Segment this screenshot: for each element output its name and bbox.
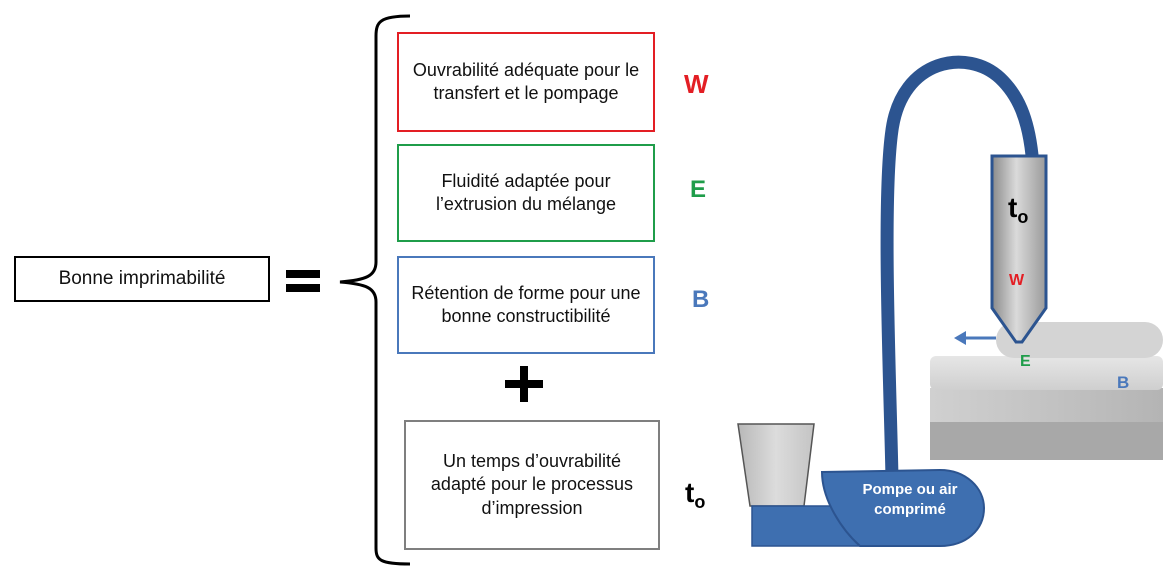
pump-label: Pompe ou air comprimé <box>862 481 958 519</box>
hose <box>880 55 1039 485</box>
criterion-letter-e: E <box>690 176 707 203</box>
open-time-text: Un temps d’ouvrabilité adapté pour le pr… <box>430 450 634 518</box>
nozzle-time-symbol-sub: o <box>1017 207 1029 227</box>
criterion-text-buildability: Rétention de forme pour une bonne constr… <box>411 282 641 326</box>
curly-brace <box>339 14 411 566</box>
open-time-symbol-main: t <box>685 477 695 508</box>
criterion-text-workability: Ouvrabilité adéquate pour le transfert e… <box>412 59 640 103</box>
open-time-symbol-sub: o <box>694 492 706 512</box>
criterion-text-extrudability: Fluidité adaptée pour l’extrusion du mél… <box>435 170 617 214</box>
equals-sign <box>286 270 320 292</box>
extrusion-letter-e: E <box>1020 353 1031 370</box>
criterion-box-extrudability: Fluidité adaptée pour l’extrusion du mél… <box>397 144 655 242</box>
layer-top <box>930 356 1163 390</box>
good-printability-box: Bonne imprimabilité <box>14 256 270 302</box>
nozzle-time-symbol-main: t <box>1008 192 1018 223</box>
printed-layers <box>930 322 1163 460</box>
nozzle-time-symbol: to <box>1008 192 1029 227</box>
plus-sign <box>505 366 543 402</box>
pump-body <box>820 468 986 547</box>
nozzle-letter-w: W <box>1009 272 1025 289</box>
layer-letter-b: B <box>1117 373 1130 392</box>
open-time-symbol: to <box>685 477 706 512</box>
good-printability-label: Bonne imprimabilité <box>58 267 226 289</box>
criterion-letter-b: B <box>692 286 710 313</box>
equals-bar-bottom <box>286 284 320 292</box>
equals-bar-top <box>286 270 320 278</box>
print-nozzle <box>990 154 1048 344</box>
layer-middle <box>930 388 1163 422</box>
direction-arrow <box>954 331 996 345</box>
hopper <box>737 423 815 507</box>
criterion-box-buildability: Rétention de forme pour une bonne constr… <box>397 256 655 354</box>
criterion-box-workability: Ouvrabilité adéquate pour le transfert e… <box>397 32 655 132</box>
fresh-extruded-layer <box>996 322 1163 358</box>
open-time-box: Un temps d’ouvrabilité adapté pour le pr… <box>404 420 660 550</box>
criterion-letter-w: W <box>684 69 709 99</box>
layer-base <box>930 420 1163 460</box>
